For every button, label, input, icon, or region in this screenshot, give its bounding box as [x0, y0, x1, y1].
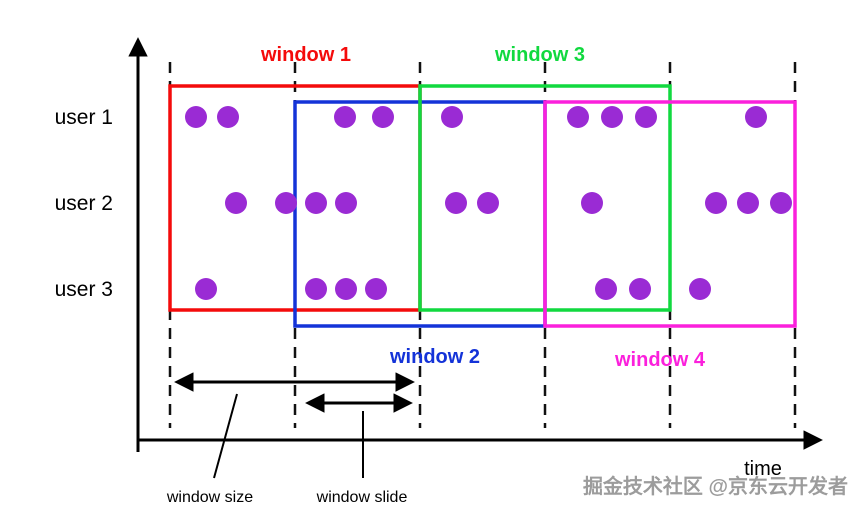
event-dot-user2-6 [477, 192, 499, 214]
watermark-text: 掘金技术社区 @京东云开发者 [583, 474, 848, 498]
event-dot-user1-1 [185, 106, 207, 128]
user-2-label: user 2 [55, 192, 113, 215]
event-dot-user3-2 [305, 278, 327, 300]
event-dot-user1-2 [217, 106, 239, 128]
event-dot-user3-4 [365, 278, 387, 300]
event-dot-user3-7 [689, 278, 711, 300]
user-3-label: user 3 [55, 278, 113, 301]
window-slide-label: window slide [316, 489, 408, 506]
event-dot-user2-1 [225, 192, 247, 214]
event-dot-user2-4 [335, 192, 357, 214]
event-dot-user2-8 [705, 192, 727, 214]
axes-layer [128, 37, 823, 452]
event-dot-user1-4 [372, 106, 394, 128]
annotation-arrows-layer [174, 372, 415, 479]
user-1-label: user 1 [55, 106, 113, 129]
event-dot-user3-3 [335, 278, 357, 300]
window-size-pointer-line [213, 393, 238, 479]
window-4-rect [543, 100, 797, 328]
event-dot-user3-5 [595, 278, 617, 300]
event-dot-user1-3 [334, 106, 356, 128]
labels-layer: user 1 user 2 user 3 window 1 window 3 w… [55, 44, 848, 506]
time-axis-label: time [744, 458, 782, 480]
window-3-label: window 3 [494, 44, 585, 66]
event-dot-user1-9 [745, 106, 767, 128]
window-size-label: window size [166, 489, 253, 506]
event-dot-user1-5 [441, 106, 463, 128]
event-dots-layer [185, 106, 792, 300]
event-dot-user3-6 [629, 278, 651, 300]
event-dot-user1-7 [601, 106, 623, 128]
event-dot-user2-5 [445, 192, 467, 214]
event-dot-user2-7 [581, 192, 603, 214]
dashed-gridlines-layer [168, 62, 797, 428]
window-4-label: window 4 [614, 349, 706, 371]
event-dot-user2-3 [305, 192, 327, 214]
event-dot-user1-8 [635, 106, 657, 128]
event-dot-user2-10 [770, 192, 792, 214]
window-2-label: window 2 [389, 346, 480, 368]
event-dot-user2-2 [275, 192, 297, 214]
event-dot-user2-9 [737, 192, 759, 214]
event-dot-user3-1 [195, 278, 217, 300]
window-1-label: window 1 [260, 44, 351, 66]
event-dot-user1-6 [567, 106, 589, 128]
window-rects-layer [168, 84, 797, 328]
